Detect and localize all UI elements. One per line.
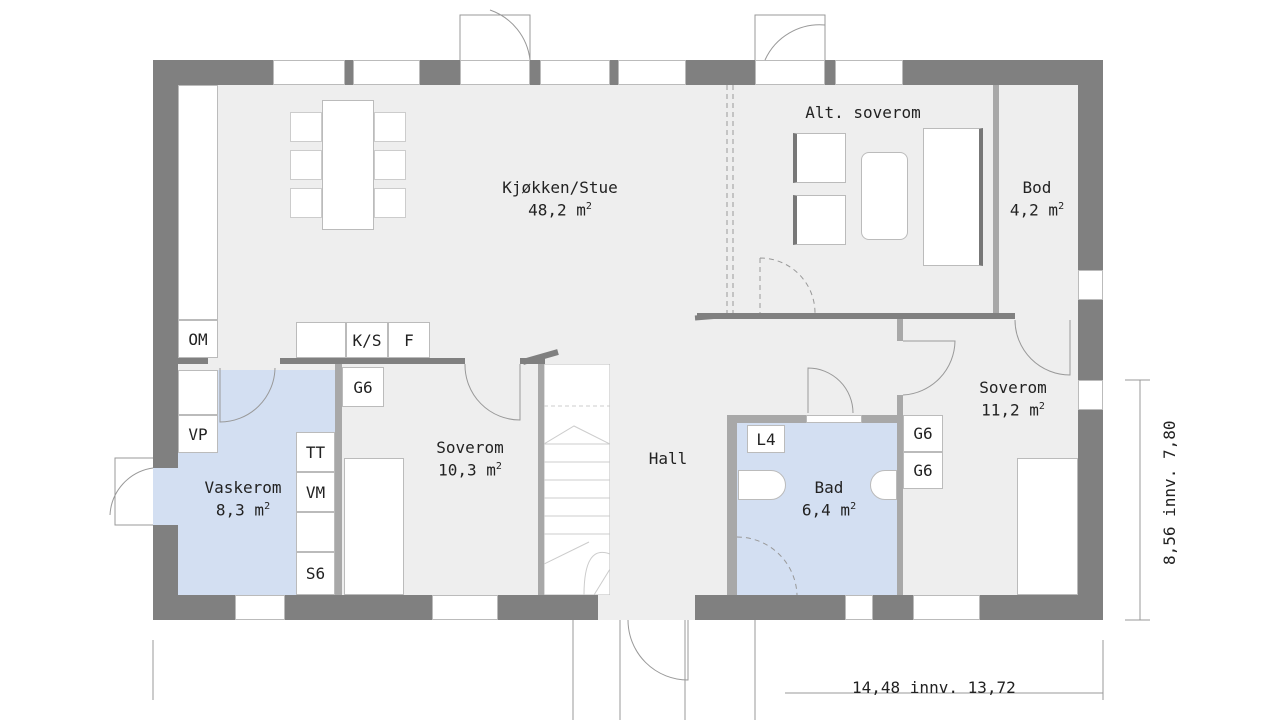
room-name: Bod — [1022, 178, 1052, 197]
chair — [374, 150, 406, 180]
fixture-g6: G6 — [903, 415, 943, 452]
dimension-width: 14,48 innv. 13,72 — [852, 678, 1016, 697]
room-laundry: Vaskerom 8,3 m2 — [204, 478, 281, 519]
washbasin — [870, 470, 897, 500]
interior-wall — [280, 358, 465, 364]
room-name: Soverom — [436, 438, 504, 457]
armchair — [793, 195, 846, 245]
bed — [344, 458, 404, 595]
unit-sup: 2 — [850, 501, 857, 512]
fixture-tt: TT — [296, 432, 335, 472]
window — [1078, 380, 1103, 410]
fixture-vp: VP — [178, 415, 218, 453]
interior-wall — [178, 358, 208, 364]
window — [273, 60, 345, 85]
room-area: 8,3 m — [215, 500, 265, 520]
side-door-opening — [153, 468, 178, 525]
toilet — [738, 470, 786, 500]
room-name: Alt. soverom — [805, 103, 921, 122]
room-bedroom-2: Soverom 11,2 m2 — [979, 378, 1046, 419]
room-bedroom-1: Soverom 10,3 m2 — [436, 438, 503, 479]
unit-sup: 2 — [264, 501, 271, 512]
room-area: 48,2 m — [528, 200, 586, 220]
coffee-table — [861, 152, 908, 240]
window — [235, 595, 285, 620]
room-hall: Hall — [649, 449, 688, 468]
fixture-ks: K/S — [346, 322, 388, 358]
fixture-g6: G6 — [903, 452, 943, 489]
sofa — [923, 128, 983, 266]
window — [432, 595, 498, 620]
room-area: 4,2 m — [1009, 200, 1059, 220]
window — [835, 60, 903, 85]
door-opening — [460, 60, 530, 85]
window — [845, 595, 873, 620]
room-name: Kjøkken/Stue — [502, 178, 618, 197]
unit-sup: 2 — [585, 201, 592, 212]
armchair — [793, 133, 846, 183]
fixture-s6: S6 — [296, 552, 335, 595]
bath-door-opening — [806, 415, 862, 423]
chair — [290, 188, 322, 218]
interior-wall — [538, 364, 544, 595]
interior-wall — [335, 364, 342, 595]
unit-sup: 2 — [1038, 401, 1045, 412]
room-name: Soverom — [979, 378, 1047, 397]
room-kitchen: Kjøkken/Stue 48,2 m2 — [502, 178, 618, 219]
room-area: 10,3 m — [438, 460, 496, 480]
window — [540, 60, 610, 85]
room-name: Bad — [814, 478, 844, 497]
wall-right — [1078, 60, 1103, 620]
room-area: 11,2 m — [981, 400, 1039, 420]
dimension-depth: 8,56 innv. 7,80 — [1160, 420, 1179, 566]
sink — [296, 512, 335, 552]
room-alt-bedroom: Alt. soverom — [805, 103, 921, 122]
chair — [290, 150, 322, 180]
window — [353, 60, 420, 85]
interior-wall — [897, 319, 903, 341]
interior-wall — [897, 395, 903, 595]
room-name: Vaskerom — [204, 478, 282, 497]
room-bath: Bad 6,4 m2 — [802, 478, 856, 519]
room-storage: Bod 4,2 m2 — [1010, 178, 1064, 219]
room-area: 6,4 m — [801, 500, 851, 520]
dining-table — [322, 100, 374, 230]
bed — [1017, 458, 1078, 595]
cabinet — [178, 370, 218, 415]
chair — [290, 112, 322, 142]
entrance-opening — [598, 595, 695, 620]
fixture-f: F — [388, 322, 430, 358]
door-opening — [755, 60, 825, 85]
chair — [374, 188, 406, 218]
window — [913, 595, 980, 620]
room-name: Hall — [648, 449, 688, 468]
kitchen-island — [296, 322, 346, 358]
fixture-vm: VM — [296, 472, 335, 512]
unit-sup: 2 — [495, 461, 502, 472]
interior-wall — [727, 415, 737, 595]
wall-left — [153, 60, 178, 620]
fixture-g6: G6 — [342, 367, 384, 407]
interior-wall — [993, 85, 999, 313]
fixture-l4: L4 — [747, 425, 785, 453]
staircase — [544, 364, 610, 595]
chair — [374, 112, 406, 142]
window — [618, 60, 686, 85]
interior-wall — [697, 313, 1015, 319]
fixture-om: OM — [178, 320, 218, 358]
window — [1078, 270, 1103, 300]
kitchen-counter — [178, 85, 218, 320]
unit-sup: 2 — [1058, 201, 1065, 212]
